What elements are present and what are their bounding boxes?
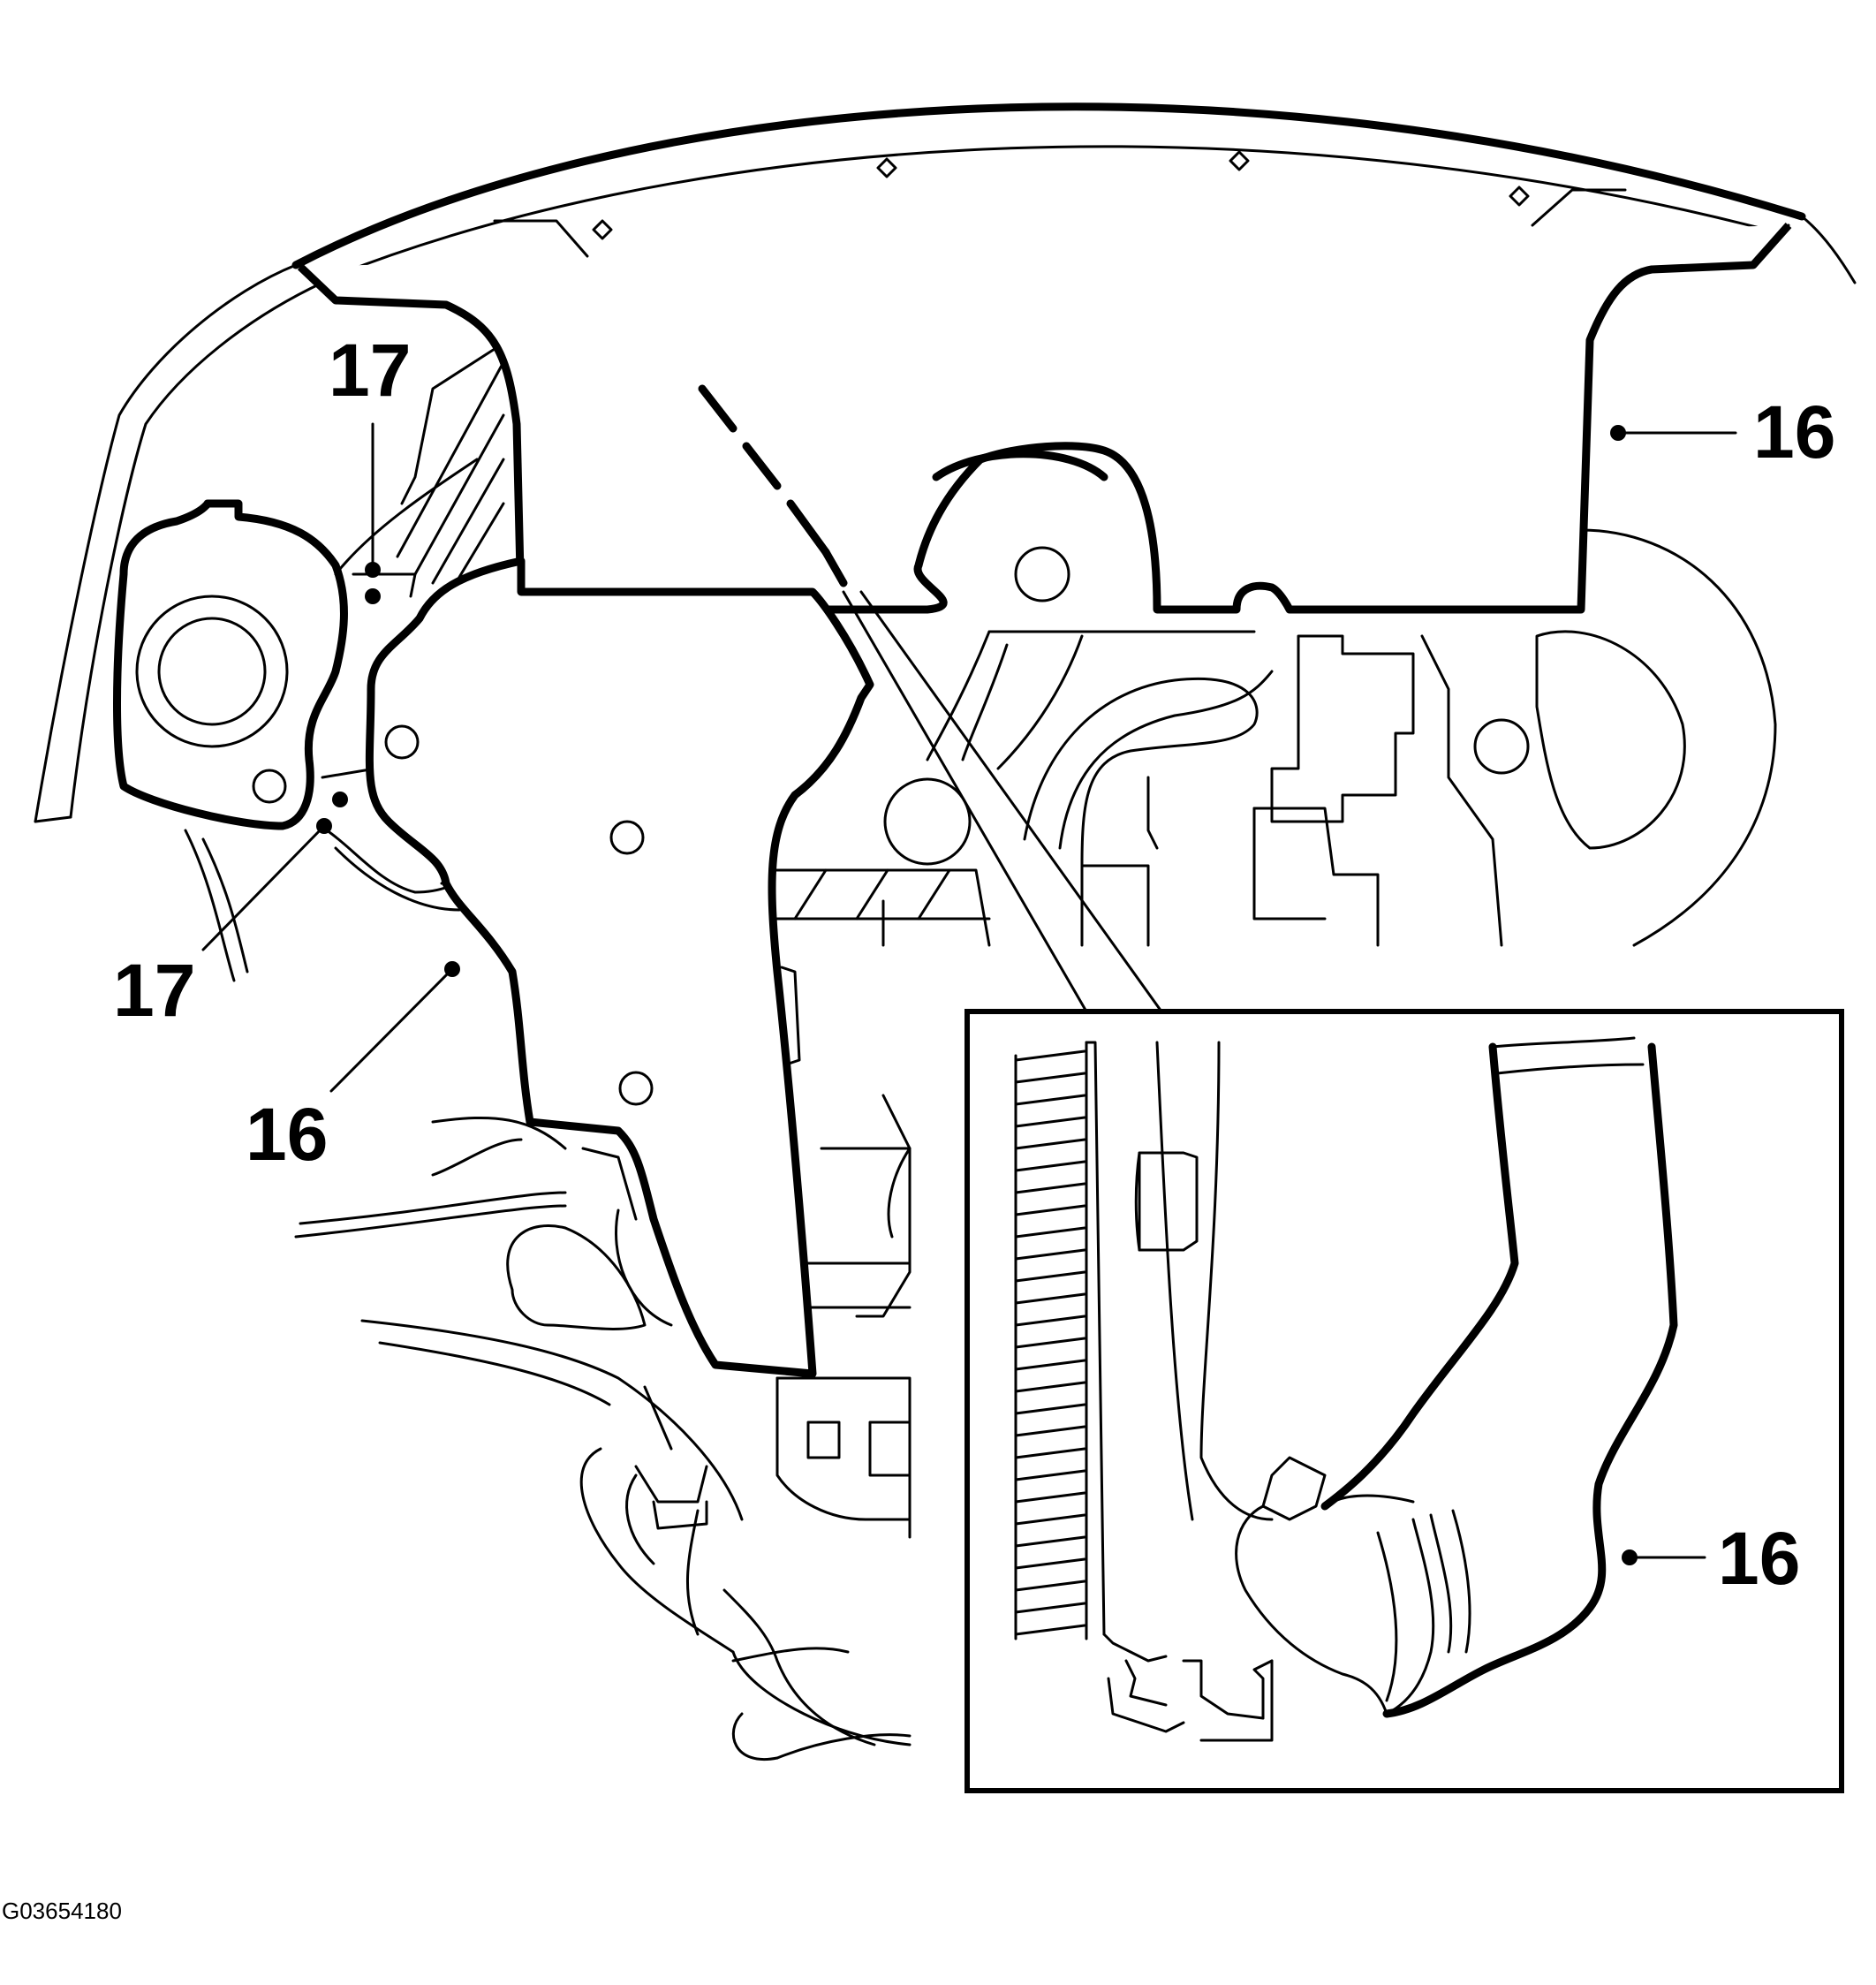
bumper-clips xyxy=(493,150,1627,258)
engine-undercover-panel xyxy=(297,223,1792,1378)
fog-lamp-assembly xyxy=(113,499,348,830)
callout-16-cover-left: 16 xyxy=(246,1093,328,1176)
callout-17-lower: 17 xyxy=(113,949,195,1032)
callout-leaders xyxy=(201,422,1737,1565)
callout-labels: 16 16 17 17 16 xyxy=(113,329,1835,1600)
callout-dot-17-upper-b xyxy=(365,588,381,604)
engine-bay-details xyxy=(184,347,1777,1761)
callout-dot-17-lower xyxy=(332,792,348,807)
callout-17-upper: 17 xyxy=(329,329,411,412)
inset-detail xyxy=(964,1009,1844,1793)
inset-leader xyxy=(698,384,1163,1013)
callout-dot-17-upper xyxy=(365,562,381,578)
figure-id-label: G03654180 xyxy=(2,1898,122,1924)
callout-16-inset: 16 xyxy=(1718,1517,1800,1600)
radiator-fins xyxy=(1014,1041,1088,1640)
callout-16-cover-top-right: 16 xyxy=(1753,390,1835,474)
